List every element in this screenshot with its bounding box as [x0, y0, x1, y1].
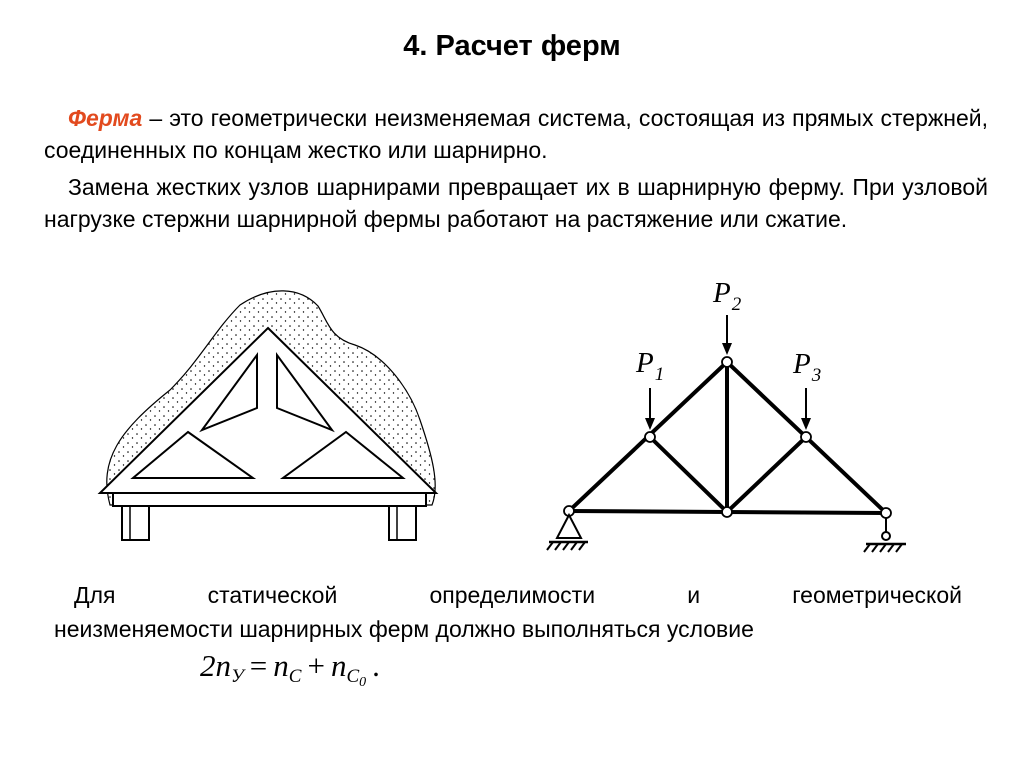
left-post — [121, 505, 150, 541]
load-label-p1: P1 — [635, 347, 664, 385]
hinge-text: Замена жестких узлов шарнирами превращае… — [44, 174, 988, 232]
roof-truss-drawing — [97, 290, 439, 541]
term-ferma: Ферма — [68, 105, 143, 131]
load-arrows — [645, 315, 811, 430]
condition-line-1: Для статической определимости и геометри… — [74, 582, 962, 608]
truss-opening-left-bottom — [130, 430, 257, 479]
hinge-paragraph: Замена жестких узлов шарнирами превращае… — [44, 172, 988, 235]
truss-opening-right-bottom — [279, 430, 406, 479]
definition-text: – это геометрически неизменяемая система… — [44, 105, 988, 163]
hinge-nodes — [563, 356, 892, 519]
bottom-beam — [112, 492, 427, 507]
fixed-support-left — [546, 512, 588, 551]
truss-opening-right — [276, 351, 335, 433]
definition-paragraph: Ферма – это геометрически неизменяемая с… — [44, 103, 988, 166]
condition-line-2: неизменяемости шарнирных ферм должно вып… — [54, 616, 754, 642]
load-label-p2: P2 — [712, 277, 742, 315]
roller-support-right — [863, 518, 906, 553]
truss-opening-left — [199, 351, 258, 433]
right-post — [388, 505, 417, 541]
load-label-p3: P3 — [792, 348, 821, 386]
formula: 2nУ=nС+nС0. — [200, 648, 380, 690]
page-title: 4. Расчет ферм — [403, 30, 621, 62]
hinged-truss-scheme: P1 P2 P3 — [546, 277, 906, 553]
